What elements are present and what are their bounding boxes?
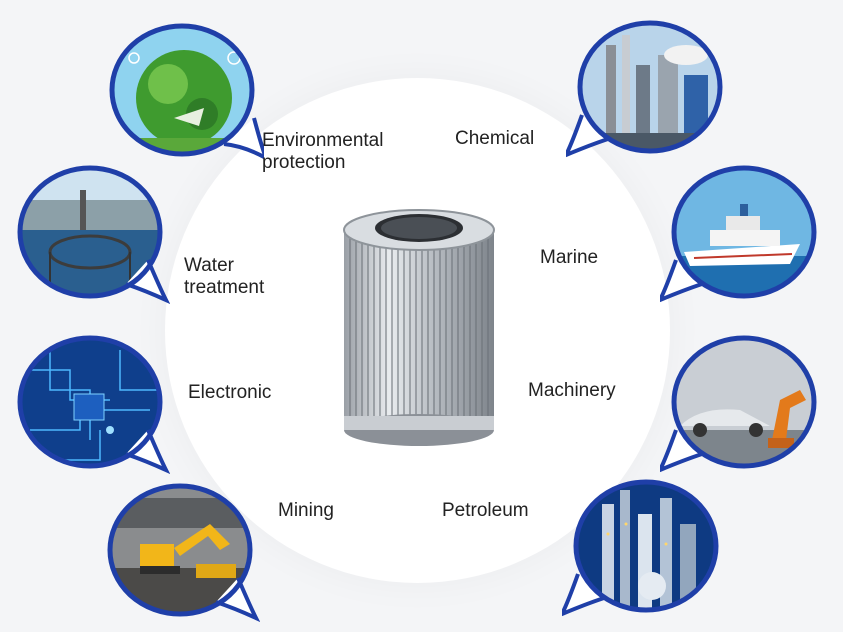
machinery-image <box>660 335 817 473</box>
label-chemical: Chemical <box>455 128 535 149</box>
marine-image <box>660 165 817 303</box>
mining-image <box>107 483 260 623</box>
petroleum-image <box>562 479 719 617</box>
label-electronic: Electronic <box>188 382 272 403</box>
label-environmental-protection: Environmental protection <box>262 130 384 173</box>
chemical-image <box>566 20 723 158</box>
label-machinery: Machinery <box>528 380 616 401</box>
filter-element-image <box>343 209 495 446</box>
electronic-image <box>17 335 170 475</box>
environmental-protection-image <box>109 23 264 160</box>
label-marine: Marine <box>540 247 599 268</box>
label-mining: Mining <box>278 500 334 521</box>
label-petroleum: Petroleum <box>442 500 529 521</box>
label-water-treatment: Water treatment <box>184 255 265 298</box>
water-treatment-image <box>17 165 170 305</box>
